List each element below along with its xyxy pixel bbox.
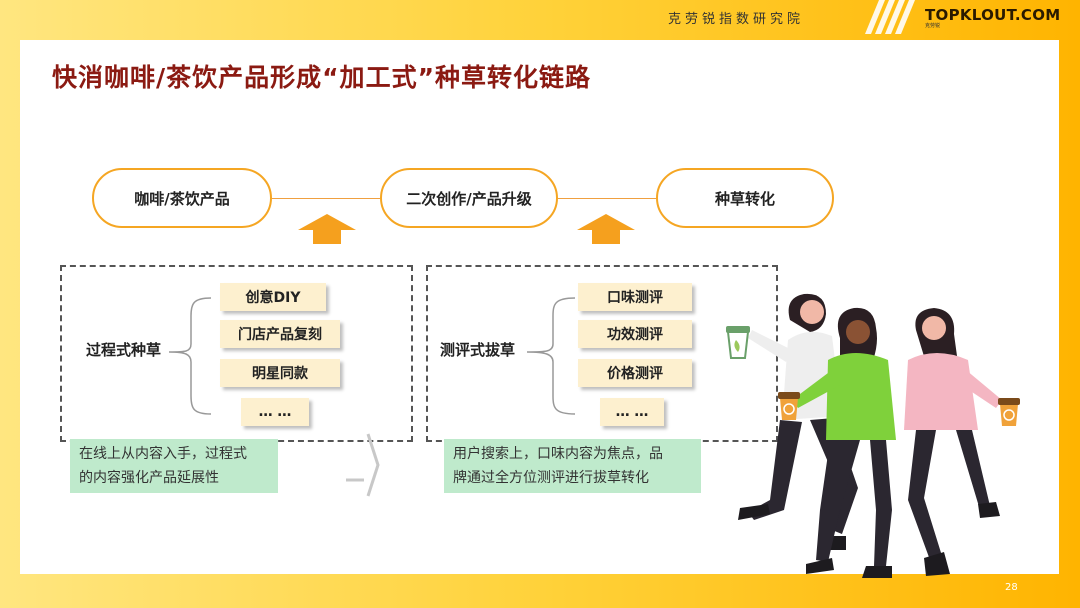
note-review-conversion: 用户搜索上，口味内容为焦点，品 牌通过全方位测评进行拔草转化 [444,439,701,493]
tag-item: … … [600,398,664,426]
flow-connector [558,198,656,199]
chevron-right-icon [346,433,380,497]
orange-cup-icon [778,392,800,420]
green-cup-icon [726,326,750,359]
org-name: 克劳锐指数研究院 [668,12,805,27]
bracket [526,297,576,415]
tag-item: 功效测评 [578,320,692,348]
panel-label: 测评式拔草 [440,341,516,359]
people-drinking-illustration [726,293,1020,578]
up-arrow-icon [298,214,356,244]
page-title: 快消咖啡/茶饮产品形成“加工式”种草转化链路 [52,63,591,92]
tag-item: … … [241,398,309,426]
bracket [168,297,212,415]
tag-item: 口味测评 [578,283,692,311]
flow-step-conversion: 种草转化 [656,168,834,228]
person-green-shirt [792,307,896,578]
tag-item: 价格测评 [578,359,692,387]
panel-label: 过程式种草 [86,341,162,359]
page-number: 28 [1005,582,1018,593]
brand-logo: TOPKLOUT.COM [925,6,1061,24]
flow-step-recreation: 二次创作/产品升级 [380,168,558,228]
flow-step-product: 咖啡/茶饮产品 [92,168,272,228]
up-arrow-icon [577,214,635,244]
note-process-seeding: 在线上从内容入手，过程式 的内容强化产品延展性 [70,439,278,493]
flow-connector [272,198,380,199]
brand-stripes-decoration [865,0,915,34]
tag-item: 创意DIY [220,283,326,311]
tag-item: 门店产品复刻 [220,320,340,348]
person-pink-shirt [904,308,1002,576]
brand-tagline: 克劳锐 [925,23,941,29]
tag-item: 明星同款 [220,359,340,387]
orange-cup-icon [998,398,1020,426]
